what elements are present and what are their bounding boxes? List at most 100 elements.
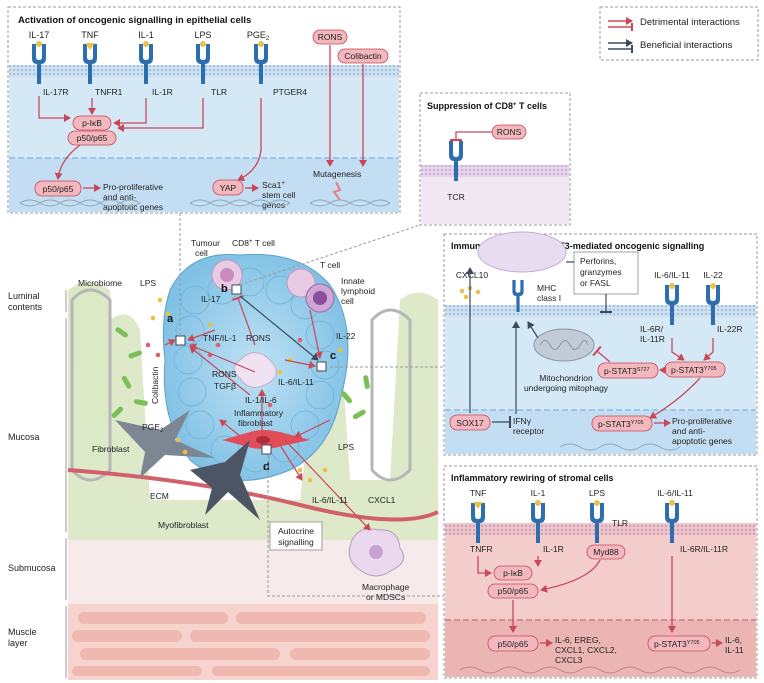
sca1-line2: stem cell: [262, 190, 296, 200]
pstat3-s727-label: p-STAT3: [604, 366, 637, 376]
lightning-icon: [332, 181, 342, 201]
inflammatory-fibroblast-center: [233, 352, 277, 388]
mucosa-tissue: [68, 292, 438, 540]
tissue-arrows: [164, 295, 371, 531]
sca1-line1: Sca1: [262, 180, 282, 190]
immune-prolif-line3: apoptotic genes: [672, 436, 732, 446]
ilc-line2: lymphoid: [341, 286, 375, 296]
tgfb-label: TGFβ: [214, 381, 236, 391]
dna-icon: [189, 199, 291, 207]
panel-cd8-title-sup: +: [513, 102, 517, 108]
pikb-pill: [72, 115, 112, 131]
rons-label: RONS: [246, 333, 271, 343]
receptor-tnfr1: TNFR1: [95, 87, 123, 97]
receptor-tlr: TLR: [211, 87, 227, 97]
label-a: a: [167, 313, 174, 325]
layer-muscle-1: Muscle: [8, 627, 37, 637]
pstat3-y705-label: p-STAT3: [671, 365, 704, 375]
svg-text:Sca1+: Sca1+: [262, 180, 285, 190]
stromal-membrane: [445, 523, 756, 535]
pge-label: PGE: [142, 422, 160, 432]
stromal-receptor-myd88: Myd88: [593, 547, 619, 557]
receptor-il1r: IL-1R: [152, 87, 173, 97]
ifng-line2: receptor: [513, 426, 544, 436]
myofibroblast-label: Myofibroblast: [158, 520, 209, 530]
layer-luminal-2: contents: [8, 302, 43, 312]
pge-sub: 2: [160, 428, 164, 434]
stromal-pstat3-sup: Y705: [687, 640, 700, 646]
il17-ligand-icon: [36, 41, 42, 47]
mito-line2: undergoing mitophagy: [524, 383, 609, 393]
yap-label: YAP: [220, 183, 237, 193]
microbiome-label: Microbiome: [78, 278, 122, 288]
il6il11-label: IL-6/IL-11: [654, 270, 690, 280]
cd8-rons: RONS: [497, 127, 522, 137]
pstat3-nuclear-pill: [591, 415, 653, 432]
ligand-lps: LPS: [194, 30, 211, 40]
autocrine-line1: Autocrine: [278, 526, 314, 536]
marker-d-box: [261, 444, 272, 455]
stromal-pikb-pill: [493, 565, 533, 581]
layer-luminal-1: Luminal: [8, 291, 40, 301]
mhc-line2: class I: [537, 293, 561, 303]
pikb-label: p-IκB: [82, 118, 102, 128]
bacteria-icon: [111, 327, 370, 420]
layer-mucosa: Mucosa: [8, 432, 40, 442]
il17-label: IL-17: [201, 294, 221, 304]
ifng-line1: IFNγ: [513, 416, 532, 426]
stromal-ligand-il1: IL-1: [531, 488, 546, 498]
dna-icon: [559, 443, 681, 451]
yap-pill: [212, 179, 244, 196]
panel-epithelial-title: Activation of oncogenic signalling in ep…: [18, 15, 251, 26]
mhc-line1: MHC: [537, 283, 556, 293]
ecm-label: ECM: [150, 491, 169, 501]
myofibroblast-icon: [190, 440, 260, 520]
tnf-il1-label: TNF/IL-1: [203, 333, 237, 343]
perforins-box: [573, 251, 639, 295]
stromal-receptor-tnfr: TNFR: [470, 544, 493, 554]
stromal-ligand-tnf: TNF: [470, 488, 487, 498]
stromal-ligand-il6il11: IL-6/IL-11: [657, 488, 693, 498]
stromal-genes-line2: CXCL1, CXCL2,: [555, 645, 617, 655]
tcell-icon: [477, 231, 567, 273]
il1-ligand-icon: [143, 41, 149, 47]
il6-il11b-label: IL-6/IL-11: [312, 495, 348, 505]
panel-stromal: Inflammatory rewiring of stromal cells T…: [443, 465, 758, 679]
pstat3-y705-sup: Y705: [704, 366, 717, 372]
svg-text:p-STAT3Y705: p-STAT3Y705: [671, 365, 717, 375]
perforins-line1: Perforins,: [580, 256, 616, 266]
colibactin-pill: [337, 48, 389, 64]
myd88-pill: [586, 544, 626, 560]
stromal-p50p65-pill: [487, 583, 539, 599]
ligand-pge: PGE: [247, 30, 266, 40]
svg-text:PGE2: PGE2: [247, 30, 270, 42]
marker-a-box: [175, 335, 186, 346]
stromal-p50p65-nuclear-pill: [487, 635, 539, 652]
stromal-genes-r2: IL-11: [725, 645, 744, 655]
stromal-pstat3: p-STAT3: [654, 639, 687, 649]
layer-submucosa: Submucosa: [8, 563, 56, 573]
receptor-il17r: IL-17R: [43, 87, 69, 97]
sox17-pill: [449, 414, 491, 431]
mitochondrion-icon: [533, 328, 595, 362]
cd8-line2: T cell: [253, 238, 275, 248]
layer-labels: Luminal contents Mucosa Submucosa Muscle…: [8, 290, 67, 678]
il6-il11-label: IL-6/IL-11: [278, 377, 314, 387]
panel-epithelial: Activation of oncogenic signalling in ep…: [7, 6, 401, 214]
rons2-label: RONS: [212, 369, 237, 379]
il22r-label: IL-22R: [717, 324, 743, 334]
svg-text:Suppression of CD8+ T cells: Suppression of CD8+ T cells: [427, 101, 547, 111]
lps-label: LPS: [140, 278, 156, 288]
connector-lines: [179, 213, 444, 597]
cxcl10-label: CXCL10: [456, 270, 488, 280]
tnf-ligand-icon: [85, 43, 95, 50]
il22-label: IL-22: [703, 270, 723, 280]
stromal-tlr: TLR: [612, 518, 628, 528]
cd8-line1: CD8: [232, 238, 249, 248]
dna-icon: [459, 666, 741, 674]
tcell-membrane: [421, 165, 569, 177]
stromal-receptor-il6r: IL-6R/IL-11R: [680, 544, 728, 554]
macro-line1: Macrophage: [362, 582, 410, 592]
legend-box: [599, 6, 759, 61]
